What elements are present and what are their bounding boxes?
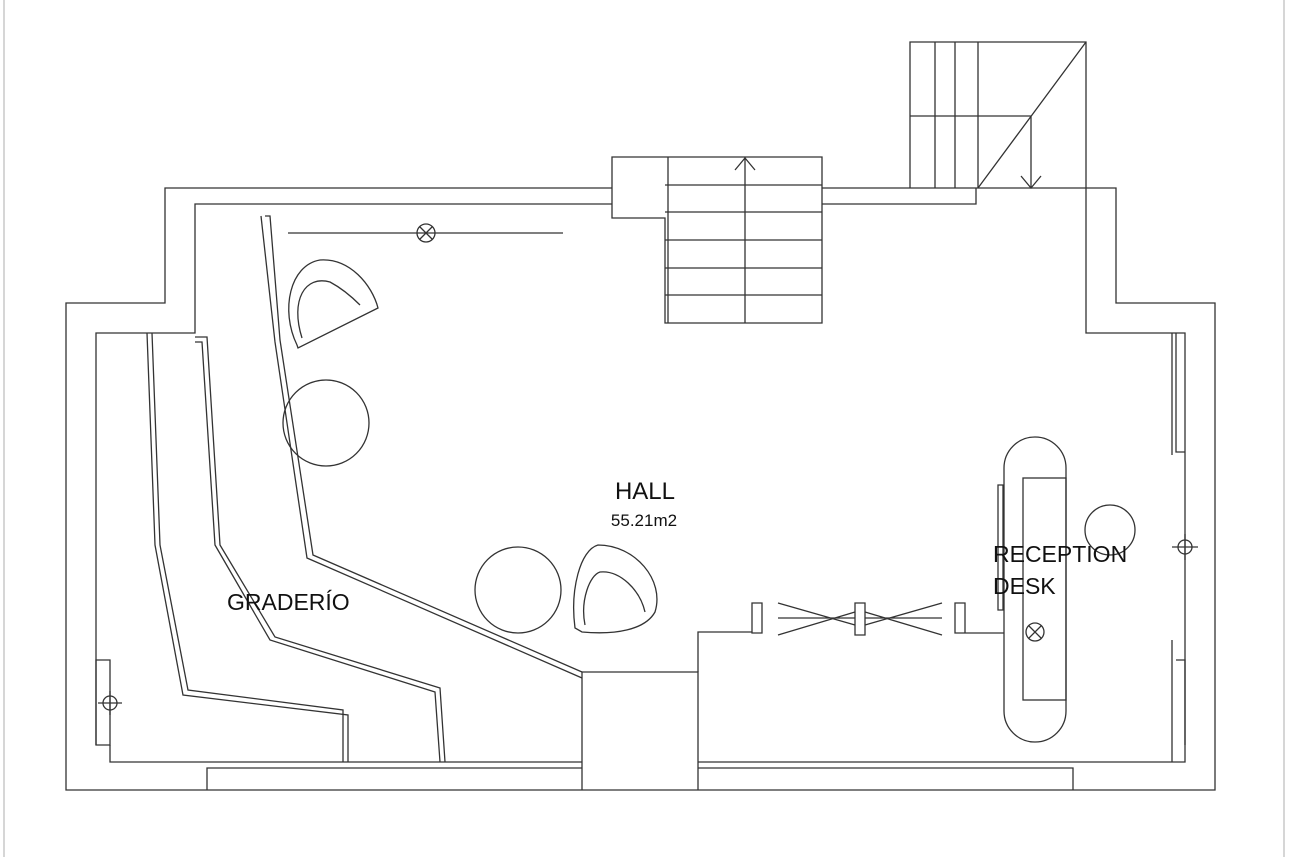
ceiling-light-icon xyxy=(416,223,436,243)
right-window-bottom xyxy=(1171,640,1186,762)
up-arrow-icon xyxy=(734,156,756,171)
wall-outlet-icon xyxy=(1172,534,1198,560)
page-frame xyxy=(3,0,1285,857)
round-table xyxy=(474,546,562,634)
main-staircase xyxy=(611,156,823,324)
room-name-label: HALL xyxy=(615,478,675,505)
entrance-opening xyxy=(581,671,699,790)
stool xyxy=(1084,504,1136,556)
left-window xyxy=(95,659,111,746)
reception-label-line2: DESK xyxy=(993,573,1056,599)
inner-wall xyxy=(95,188,1186,763)
armchair xyxy=(288,259,379,349)
upper-staircase xyxy=(909,41,1087,190)
reception-label-line1: RECEPTION xyxy=(993,541,1127,567)
right-window-top xyxy=(1171,333,1185,455)
graderio-label: GRADERÍO xyxy=(227,589,350,615)
outer-wall xyxy=(65,187,1216,791)
room-area-label: 55.21m2 xyxy=(611,511,677,530)
wall-outlet-icon xyxy=(98,691,122,715)
double-door xyxy=(697,602,1004,672)
reception-desk xyxy=(997,436,1067,743)
down-arrow-icon xyxy=(1020,175,1042,190)
top-wall-right xyxy=(822,187,977,205)
armchair xyxy=(573,544,658,634)
bottom-window xyxy=(206,767,1074,790)
round-table xyxy=(282,379,370,467)
graderio-tiers xyxy=(146,215,583,763)
